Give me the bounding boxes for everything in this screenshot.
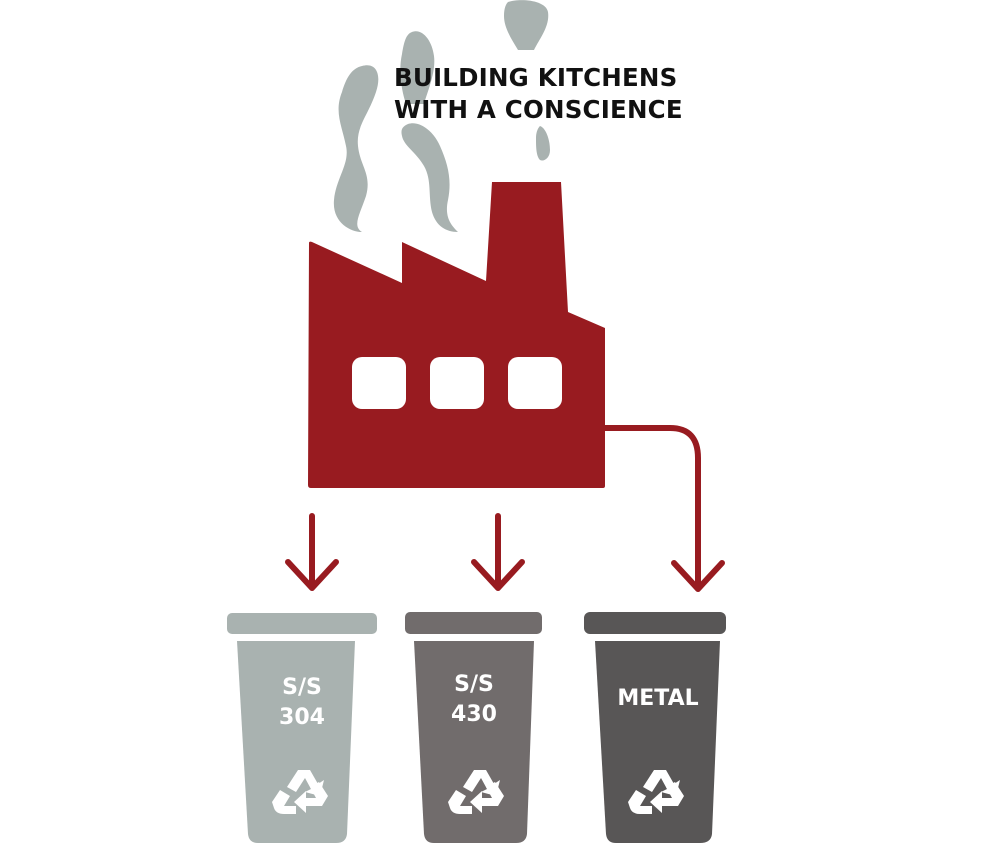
bin-label-ss-430: S/S 430 bbox=[414, 670, 534, 730]
smoke-plume-left bbox=[333, 65, 379, 233]
headline-line-1: BUILDING KITCHENS bbox=[394, 63, 678, 92]
bin-body bbox=[595, 641, 720, 843]
smoke-plume-right bbox=[504, 0, 550, 161]
bin-metal bbox=[584, 612, 726, 843]
bin-label-line-2: 430 bbox=[451, 702, 497, 727]
smoke-group bbox=[333, 0, 550, 233]
arrow-to-bin-3 bbox=[671, 557, 725, 592]
bin-lid bbox=[584, 612, 726, 634]
bin-label-line-1: METAL bbox=[617, 686, 699, 711]
bin-lid bbox=[405, 612, 542, 634]
smoke-plume-middle bbox=[400, 31, 458, 232]
headline: BUILDING KITCHENS WITH A CONSCIENCE bbox=[394, 62, 683, 126]
factory-window bbox=[508, 357, 562, 409]
factory-building bbox=[308, 182, 605, 488]
bin-label-line-1: S/S bbox=[454, 672, 494, 697]
headline-line-2: WITH A CONSCIENCE bbox=[394, 95, 683, 124]
factory-pipe bbox=[605, 425, 701, 590]
bin-label-line-2: 304 bbox=[279, 705, 325, 730]
bin-ss-430 bbox=[405, 612, 542, 843]
factory-window bbox=[430, 357, 484, 409]
bin-label-line-1: S/S bbox=[282, 675, 322, 700]
bin-body bbox=[414, 641, 534, 843]
bin-lid bbox=[227, 613, 377, 634]
bin-label-ss-304: S/S 304 bbox=[242, 673, 362, 733]
bin-label-metal: METAL bbox=[598, 684, 718, 714]
arrow-to-bin-2 bbox=[471, 513, 525, 591]
arrow-to-bin-1 bbox=[285, 513, 339, 591]
factory-window bbox=[352, 357, 406, 409]
factory-icon bbox=[308, 182, 701, 590]
